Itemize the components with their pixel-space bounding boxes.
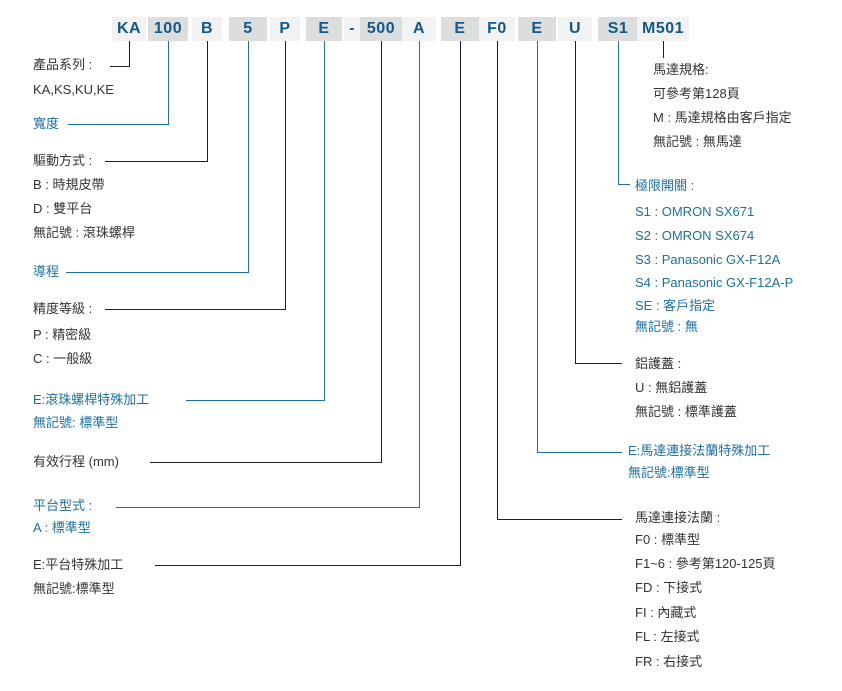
connector-flange-special-hline <box>537 452 622 453</box>
label-precision-option-p: P : 精密級 <box>33 327 92 342</box>
code-segment-a: A <box>402 17 436 41</box>
connector-stroke-hline <box>150 462 382 463</box>
code-segment-s1: S1 <box>598 17 638 41</box>
label-motor-spec-title: 馬達規格: <box>653 62 709 77</box>
label-screw-special-title: E:滾珠螺桿特殊加工 <box>33 392 150 407</box>
connector-precision-hline <box>105 309 286 310</box>
connector-cover-hline <box>575 363 622 364</box>
connector-lead-vline <box>248 41 249 273</box>
label-flange-special-option-none: 無記號:標準型 <box>628 465 710 480</box>
label-motor-spec-option-m: M : 馬達規格由客戶指定 <box>653 110 792 125</box>
code-segment-5: 5 <box>229 17 267 41</box>
label-drive-type-title: 驅動方式 : <box>33 153 93 168</box>
label-limit-switch-option-none: 無記號 : 無 <box>635 319 698 334</box>
connector-width-vline <box>168 41 169 125</box>
label-limit-switch-option-se: SE : 客戶指定 <box>635 298 716 313</box>
label-precision-title: 精度等級 : <box>33 301 93 316</box>
label-flange-special-title: E:馬達連接法蘭特殊加工 <box>628 443 771 458</box>
code-segment-b: B <box>192 17 222 41</box>
label-flange-option-fd: FD : 下接式 <box>635 580 703 595</box>
connector-table-type-vline <box>419 41 420 508</box>
code-segment-m501: M501 <box>637 17 689 41</box>
connector-product-series-vline <box>129 41 130 67</box>
label-flange-option-fr: FR : 右接式 <box>635 654 703 669</box>
code-segment-e3: E <box>518 17 556 41</box>
label-limit-switch-option-s4: S4 : Panasonic GX-F12A-P <box>635 275 794 290</box>
label-motor-spec-option-none: 無記號 : 無馬達 <box>653 134 742 149</box>
label-flange-option-f0: F0 : 標準型 <box>635 532 701 547</box>
connector-limit-switch-hline <box>618 184 630 185</box>
label-limit-switch-title: 極限開關 : <box>635 178 695 193</box>
label-table-type-title: 平台型式 : <box>33 498 93 513</box>
connector-width-hline <box>68 124 169 125</box>
connector-flange-vline <box>497 41 498 520</box>
label-table-type-option-a: A : 標準型 <box>33 520 91 535</box>
connector-lead-hline <box>66 272 249 273</box>
connector-table-special-hline <box>155 565 461 566</box>
label-product-series-title: 產品系列 : <box>33 57 93 72</box>
label-lead-title: 導程 <box>33 264 60 279</box>
connector-table-type-hline <box>116 507 420 508</box>
label-drive-type-option-none: 無記號 : 滾珠螺桿 <box>33 225 135 240</box>
connector-stroke-vline <box>381 41 382 463</box>
label-cover-option-u: U : 無鋁護蓋 <box>635 380 708 395</box>
label-precision-option-c: C : 一般級 <box>33 351 93 366</box>
label-cover-title: 鋁護蓋 : <box>635 356 682 371</box>
label-cover-option-none: 無記號 : 標準護蓋 <box>635 404 737 419</box>
code-segment-e1: E <box>306 17 342 41</box>
label-drive-type-option-b: B : 時規皮帶 <box>33 177 105 192</box>
connector-drive-type-hline <box>105 161 208 162</box>
label-stroke-title: 有效行程 (mm) <box>33 454 119 469</box>
label-product-series-values: KA,KS,KU,KE <box>33 82 114 97</box>
connector-product-series-hline <box>110 66 130 67</box>
connector-drive-type-vline <box>207 41 208 162</box>
connector-screw-special-vline <box>324 41 325 401</box>
code-segment-e2: E <box>441 17 479 41</box>
label-drive-type-option-d: D : 雙平台 <box>33 201 93 216</box>
code-segment-100: 100 <box>148 17 188 41</box>
code-segment-u: U <box>558 17 592 41</box>
label-flange-option-fi: FI : 內藏式 <box>635 605 697 620</box>
connector-cover-vline <box>575 41 576 364</box>
label-flange-option-fl: FL : 左接式 <box>635 629 700 644</box>
label-table-special-option-none: 無記號:標準型 <box>33 581 115 596</box>
label-limit-switch-option-s2: S2 : OMRON SX674 <box>635 228 755 243</box>
connector-screw-special-hline <box>186 400 325 401</box>
label-screw-special-option-none: 無記號: 標準型 <box>33 415 119 430</box>
label-limit-switch-option-s1: S1 : OMRON SX671 <box>635 204 755 219</box>
label-flange-option-f16: F1~6 : 參考第120-125頁 <box>635 556 776 571</box>
connector-flange-hline <box>497 519 622 520</box>
code-segment-p: P <box>270 17 300 41</box>
label-motor-spec-page: 可參考第128頁 <box>653 86 740 101</box>
connector-motor-spec-vline <box>663 41 664 58</box>
connector-flange-special-vline <box>537 41 538 453</box>
connector-limit-switch-vline <box>618 41 619 185</box>
connector-table-special-vline <box>460 41 461 566</box>
connector-precision-vline <box>285 41 286 310</box>
label-flange-title: 馬達連接法蘭 : <box>635 510 721 525</box>
label-table-special-title: E:平台特殊加工 <box>33 557 124 572</box>
code-segment-ka: KA <box>112 17 146 41</box>
label-limit-switch-option-s3: S3 : Panasonic GX-F12A <box>635 252 781 267</box>
label-width-title: 寬度 <box>33 116 60 131</box>
code-segment-f0: F0 <box>479 17 515 41</box>
code-segment-dash: - <box>344 17 360 41</box>
code-segment-500: 500 <box>360 17 402 41</box>
